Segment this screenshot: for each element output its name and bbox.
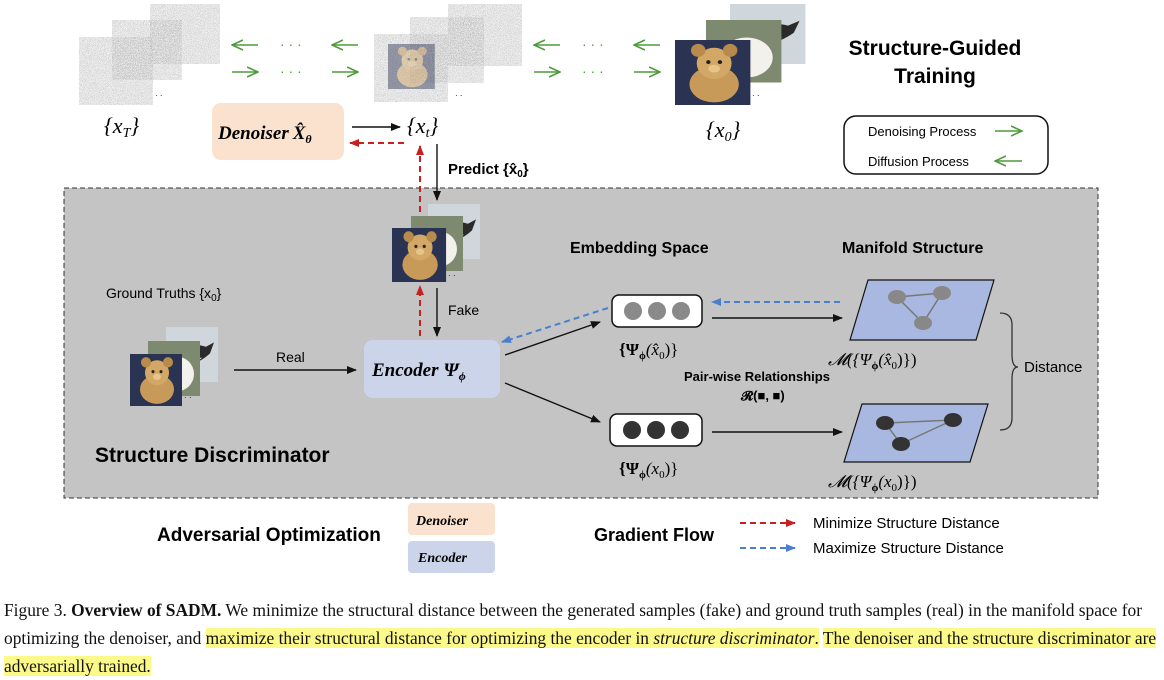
real-manifold (843, 403, 989, 463)
ellipsis-bottom-left: · · · (280, 63, 302, 79)
adv-denoiser-chip: Denoiser (408, 503, 495, 535)
real-embedding (609, 413, 703, 447)
adversarial-optimization-label: Adversarial Optimization (157, 525, 381, 546)
real-embedding-label: {Ψϕ(x0)} (619, 459, 678, 481)
maximize-label: Maximize Structure Distance (813, 540, 1004, 557)
figure-caption: Figure 3. Overview of SADM. We minimize … (4, 596, 1162, 680)
more-dots: · · (155, 91, 163, 100)
process-arrows-right: · · · · · · (534, 36, 660, 79)
real-label: Real (276, 349, 305, 365)
ground-truths-label: Ground Truths {x0} (106, 285, 222, 304)
encoder-to-real-embedding (504, 382, 601, 423)
predicted-images: · · (392, 204, 480, 282)
noise-stack-xT: · · (79, 4, 220, 105)
encoder-symbol: Ψ (444, 360, 461, 381)
fake-embedding (611, 294, 703, 328)
fake-manifold-label: 𝓜({Ψϕ(x̂0)}) (828, 350, 917, 372)
legend-diffusion: Diffusion Process (868, 154, 969, 169)
distance-brace (999, 312, 1019, 431)
ellipsis-bottom-right: · · · (582, 63, 604, 79)
pairwise-label: Pair-wise Relationships (684, 369, 830, 384)
svg-text:· ·: · · (184, 393, 192, 402)
caption-bold: Overview of SADM. (71, 600, 222, 620)
title-line-2: Training (894, 65, 976, 88)
blue-dashed-to-encoder (501, 307, 609, 344)
clean-stack-x0: · · (675, 4, 806, 105)
caption-highlight-1: maximize their structural distance for o… (205, 628, 819, 648)
minimize-label: Minimize Structure Distance (813, 515, 1000, 532)
title-line-1: Structure-Guided (849, 37, 1022, 60)
process-arrows-left: · · · · · · (232, 36, 358, 79)
noise-stack-xt: · · (374, 4, 522, 102)
caption-text: We minimize the structural distance betw… (4, 600, 1142, 648)
gradient-flow-label: Gradient Flow (594, 525, 715, 545)
pairwise-formula: 𝓡(■, ■) (740, 388, 785, 403)
ellipsis-top-right: · · · (582, 36, 604, 52)
denoiser-symbol: X̂ (292, 123, 307, 144)
svg-text:· ·: · · (455, 91, 463, 100)
embedding-space-label: Embedding Space (570, 240, 709, 257)
caption-prefix: Figure 3. (4, 600, 67, 620)
svg-text:· ·: · · (752, 91, 760, 100)
svg-text:· ·: · · (448, 271, 456, 280)
real-manifold-label: 𝓜({Ψϕ(x0)}) (828, 472, 917, 494)
ground-truth-images: · · (130, 327, 218, 406)
label-x0: {x0} (706, 117, 741, 145)
fake-manifold (849, 279, 995, 341)
caption-italic: structure discriminator (653, 628, 815, 648)
fake-label: Fake (448, 302, 479, 318)
process-legend: Denoising Process Diffusion Process (843, 115, 1049, 175)
ellipsis-top-left: · · · (280, 36, 302, 52)
fake-embedding-label: {Ψϕ(x̂0)} (619, 340, 678, 362)
legend-denoising: Denoising Process (868, 124, 977, 139)
manifold-structure-label: Manifold Structure (842, 240, 983, 257)
svg-text:Encoder: Encoder (417, 551, 468, 566)
label-xT: {xT} (104, 113, 139, 141)
distance-label: Distance (1024, 359, 1082, 376)
encoder-to-fake-embedding (504, 321, 601, 356)
adv-encoder-chip: Encoder (408, 541, 495, 573)
svg-text:Denoiser: Denoiser (415, 514, 469, 529)
sadm-diagram: · · · · · · · · · · · · · · · · · · {xT}… (63, 4, 1099, 573)
predict-label: Predict {x̂0} (448, 161, 529, 180)
label-xt: {xt} (407, 113, 438, 141)
denoiser-label: Denoiser (217, 123, 289, 144)
encoder-label: Encoder (371, 360, 439, 381)
structure-discriminator-label: Structure Discriminator (95, 444, 330, 467)
